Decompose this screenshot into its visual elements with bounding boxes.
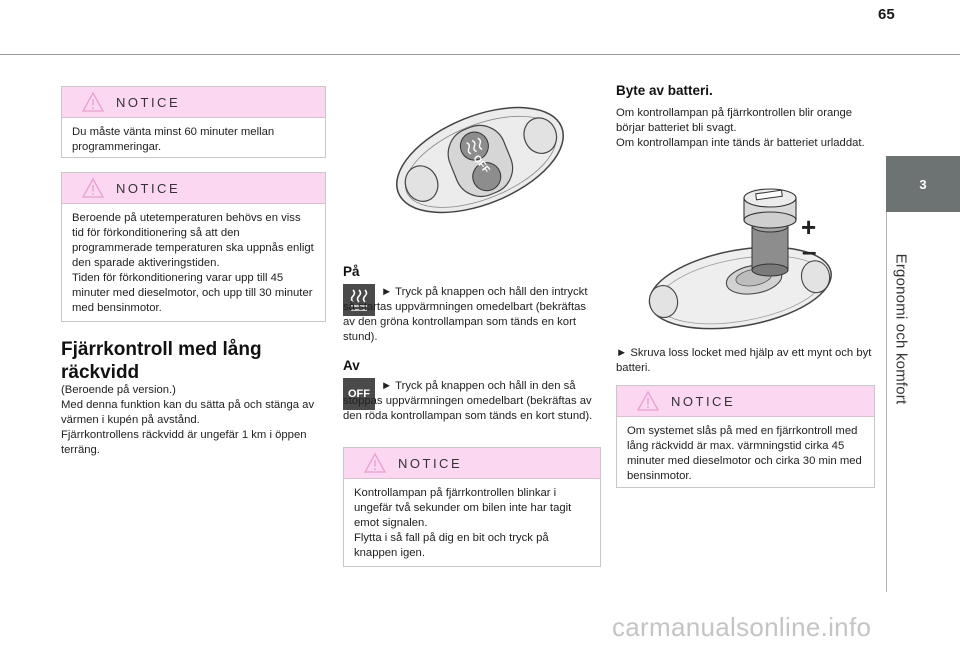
section-heading: Fjärrkontroll med lång räckvidd	[61, 339, 262, 383]
page-number: 65	[878, 6, 895, 23]
notice-text: Tiden för förkonditionering varar upp ti…	[72, 272, 313, 314]
chapter-divider	[886, 212, 887, 592]
minus-label: –	[802, 236, 816, 266]
off-heading: Av	[343, 358, 360, 373]
notice-title: NOTICE	[398, 456, 463, 471]
warning-icon	[82, 92, 104, 112]
on-step-text: ► Tryck på knappen och håll den intryckt…	[343, 286, 588, 343]
notice-title: NOTICE	[116, 95, 181, 110]
notice-text: Om systemet slås på med en fjärrkontroll…	[627, 425, 862, 482]
notice-box: NOTICE Beroende på utetemperaturen behöv…	[61, 172, 326, 322]
warning-icon	[364, 453, 386, 473]
chapter-title: Ergonomi och komfort	[892, 253, 910, 405]
chapter-tab[interactable]: 3	[886, 156, 960, 212]
notice-text: Kontrollampan på fjärrkontrollen blinkar…	[354, 487, 572, 529]
off-step-text: ► Tryck på knappen och håll in den så st…	[343, 380, 593, 422]
remote-control-illustration: OFF	[396, 106, 564, 214]
body-text: (Beroende på version.) Med denna funktio…	[61, 384, 315, 456]
notice-title: NOTICE	[116, 181, 181, 196]
notice-title: NOTICE	[671, 394, 736, 409]
heat-on-icon	[343, 284, 375, 316]
notice-box: NOTICE Om systemet slås på med en fjärrk…	[616, 385, 875, 488]
plus-label: +	[801, 212, 816, 242]
on-heading: På	[343, 264, 360, 279]
off-icon: OFF	[343, 378, 375, 410]
notice-text: Du måste vänta minst 60 minuter mellan p…	[72, 126, 275, 153]
body-text: Om kontrollampan på fjärrkontrollen blir…	[616, 107, 865, 149]
battery-replacement-illustration: + –	[648, 188, 832, 330]
notice-text: Flytta i så fall på dig en bit och tryck…	[354, 532, 549, 559]
watermark: carmanualsonline.info	[612, 612, 872, 642]
notice-text: Beroende på utetemperaturen behövs en vi…	[72, 212, 314, 269]
section-heading: Byte av batteri.	[616, 83, 713, 98]
header-rule	[0, 54, 960, 55]
battery-step-text: ► Skruva loss locket med hjälp av ett my…	[616, 347, 872, 374]
notice-box: NOTICE Kontrollampan på fjärrkontrollen …	[343, 447, 601, 567]
warning-icon	[637, 391, 659, 411]
warning-icon	[82, 178, 104, 198]
notice-box: NOTICE Du måste vänta minst 60 minuter m…	[61, 86, 326, 158]
